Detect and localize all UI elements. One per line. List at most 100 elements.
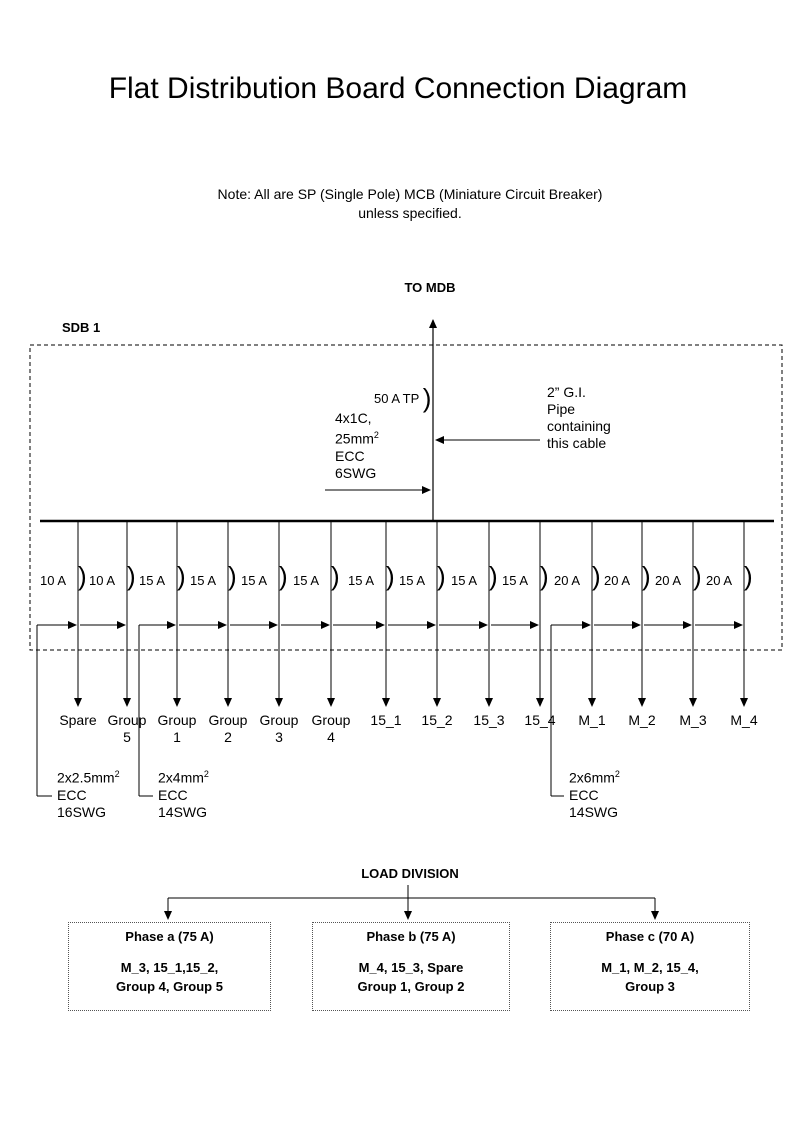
mcb-symbol-icon: ) (279, 561, 288, 591)
ecc-label: ECC (158, 786, 188, 803)
circuit-name: 15_3 (459, 712, 519, 729)
phase-line2: Group 4, Group 5 (116, 979, 223, 994)
ecc-swg: 14SWG (569, 803, 619, 820)
circuit-name-line1: M_4 (730, 712, 758, 728)
circuit-name: M_1 (562, 712, 622, 729)
mcb-rating: 20 A (554, 573, 581, 588)
mcb-note: Note: All are SP (Single Pole) MCB (Mini… (217, 186, 603, 221)
circuit-name-line1: Spare (59, 712, 97, 728)
mcb-rating: 15 A (502, 573, 529, 588)
pipe-line4: this cable (547, 435, 607, 451)
circuit-name-line1: Group (311, 712, 351, 728)
circuit-name-line1: M_2 (628, 712, 656, 728)
circuit-name-line1: Group (157, 712, 197, 728)
pipe-line2: Pipe (547, 401, 576, 417)
mcb-rating: 10 A (40, 573, 67, 588)
ecc-label: ECC (569, 786, 599, 803)
mcb-rating: 20 A (604, 573, 631, 588)
pipe-line3: containing (547, 418, 611, 434)
circuit-name-line1: 15_3 (473, 712, 505, 728)
circuit-name-line1: Group (208, 712, 248, 728)
ecc-label: ECC (57, 786, 87, 803)
mcb-rating: 15 A (241, 573, 268, 588)
ecc-size-sup: 2 (114, 769, 120, 779)
incoming-cable-label: 4x1C, 25mm2 ECC 6SWG (335, 410, 379, 482)
mcb-rating: 15 A (190, 573, 217, 588)
phase-c-box: Phase c (70 A) M_1, M_2, 15_4, Group 3 (550, 922, 750, 1011)
circuit-name-line2: 2 (224, 729, 232, 745)
circuit-name: 15_1 (356, 712, 416, 729)
ecc-size: 2x2.5mm (57, 769, 115, 786)
circuit-name: Spare (48, 712, 108, 729)
mcb-symbol-icon: ) (489, 561, 498, 591)
circuit-name-line1: 15_4 (524, 712, 556, 728)
load-division-title: LOAD DIVISION (361, 866, 459, 881)
mcb-symbol-icon: ) (331, 561, 340, 591)
circuit-name-line1: M_3 (679, 712, 707, 728)
page-title: Flat Distribution Board Connection Diagr… (108, 72, 688, 105)
mcb-rating: 15 A (293, 573, 320, 588)
ecc-size-line: 2x2.5mm2 (57, 766, 120, 787)
phase-title: Phase a (75 A) (125, 929, 214, 944)
mcb-symbol-icon: ) (540, 561, 549, 591)
phase-title: Phase b (75 A) (366, 929, 456, 944)
ecc-swg: 16SWG (57, 803, 107, 820)
circuit-name-line2: 3 (275, 729, 283, 745)
mcb-rating: 15 A (348, 573, 375, 588)
circuit-name-line1: Group (107, 712, 147, 728)
ecc-size-line: 2x6mm2 (569, 766, 620, 787)
mcb-rating: 20 A (655, 573, 682, 588)
ecc-size: 2x4mm (158, 769, 204, 786)
cable-area-sup: 2 (373, 430, 379, 440)
circuit-name: 15_4 (510, 712, 570, 729)
phase-line1: M_4, 15_3, Spare (358, 960, 464, 975)
mcb-symbol-icon: ) (177, 561, 186, 591)
mcb-symbol-icon: ) (592, 561, 601, 591)
to-mdb-label: TO MDB (404, 280, 456, 295)
mcb-symbol-icon: ) (437, 561, 446, 591)
mcb-symbol-icon: ) (422, 383, 432, 413)
circuit-name-line1: 15_1 (370, 712, 402, 728)
mcb-symbol-icon: ) (127, 561, 136, 591)
sdb-label: SDB 1 (62, 320, 101, 335)
ecc-swg: 14SWG (158, 803, 208, 820)
mcb-symbol-icon: ) (228, 561, 237, 591)
mcb-symbol-icon: ) (744, 561, 753, 591)
ecc-group-2: 2x4mm2 ECC 14SWG (158, 766, 209, 821)
mcb-symbol-icon: ) (78, 561, 87, 591)
circuit-name: M_2 (612, 712, 672, 729)
main-mcb-label: 50 A TP ) (374, 379, 432, 413)
phase-a-box: Phase a (75 A) M_3, 15_1,15_2, Group 4, … (68, 922, 271, 1011)
main-mcb-rating: 50 A TP (374, 391, 420, 406)
ecc-group-3: 2x6mm2 ECC 14SWG (569, 766, 620, 821)
ecc-size: 2x6mm (569, 769, 615, 786)
phase-line2: Group 1, Group 2 (357, 979, 465, 994)
circuit-name-line2: 4 (327, 729, 335, 745)
circuit-name-line2: 5 (123, 729, 131, 745)
ecc-size-sup: 2 (614, 769, 620, 779)
ecc-size-line: 2x4mm2 (158, 766, 209, 787)
mcb-symbol-icon: ) (386, 561, 395, 591)
mcb-rating: 20 A (706, 573, 733, 588)
phase-line1: M_3, 15_1,15_2, (120, 960, 219, 975)
circuit-name-line2: 1 (173, 729, 181, 745)
circuit-name-line1: 15_2 (421, 712, 453, 728)
phase-title: Phase c (70 A) (605, 929, 695, 944)
cable-size: 4x1C, (335, 410, 372, 426)
pipe-line1: 2” G.I. (547, 384, 586, 400)
sdb-enclosure (29, 344, 783, 651)
circuit-name: 15_2 (407, 712, 467, 729)
phase-b-box: Phase b (75 A) M_4, 15_3, Spare Group 1,… (312, 922, 510, 1011)
circuit-name: M_3 (663, 712, 723, 729)
circuit-name-line1: M_1 (578, 712, 606, 728)
cable-area: 25mm (335, 430, 374, 447)
mcb-rating: 10 A (89, 573, 116, 588)
ecc-group-1: 2x2.5mm2 ECC 16SWG (57, 766, 120, 821)
pipe-note: 2” G.I. Pipe containing this cable (547, 384, 611, 452)
